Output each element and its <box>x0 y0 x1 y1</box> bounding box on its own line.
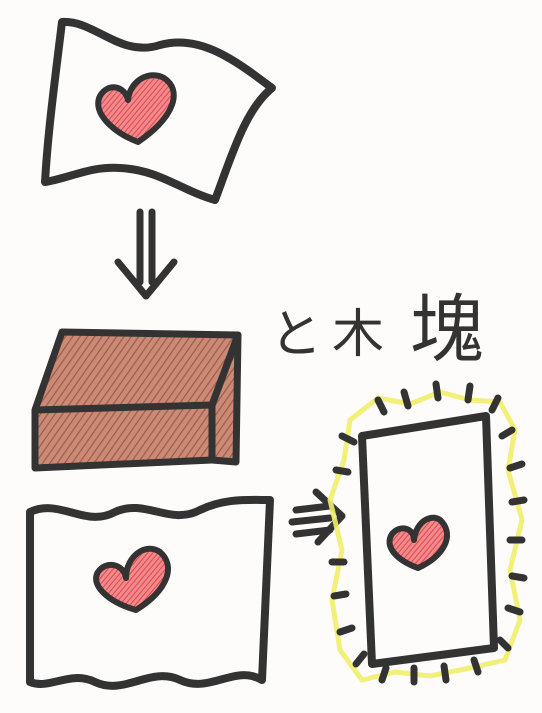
triple-arrow-icon <box>288 488 346 546</box>
flag-with-heart-icon <box>41 17 276 204</box>
glowing-panel-with-heart-icon <box>327 380 528 686</box>
wood-block-icon <box>31 328 242 472</box>
down-arrow-icon <box>114 208 178 300</box>
wavy-cloth-with-heart-icon <box>26 495 274 690</box>
caption-prefix: と木 <box>270 305 395 365</box>
caption-main: 塊 <box>410 287 484 373</box>
